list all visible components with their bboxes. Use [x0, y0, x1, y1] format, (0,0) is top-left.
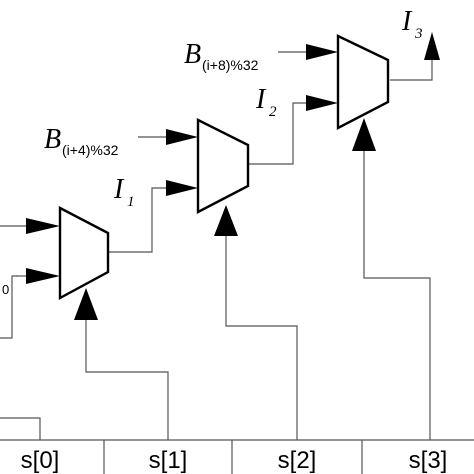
label-i3-subscript: 3	[414, 26, 423, 42]
label-i2-subscript: 2	[269, 104, 277, 120]
label-b-i8-subscript: (i+8)%32	[202, 57, 259, 73]
mux-2	[336, 34, 390, 130]
wires	[0, 51, 433, 440]
label-b-i4-subscript: (i+4)%32	[62, 142, 119, 158]
selector-label-s3: s[3]	[409, 447, 448, 474]
arrow-mux2-bottom-input	[306, 95, 338, 111]
wire-mux1-to-mux2	[248, 102, 310, 165]
wire-s3	[363, 148, 431, 440]
label-i1-base: I	[113, 174, 125, 205]
selector-label-s2: s[2]	[278, 447, 317, 474]
label-b-i8: B (i+8)%32	[184, 39, 259, 73]
selector-label-s0: s[0]	[21, 447, 60, 474]
label-b-i4: B (i+4)%32	[44, 124, 119, 158]
label-i1-subscript: 1	[127, 194, 135, 210]
wire-s1	[85, 312, 169, 440]
label-i3: I 3	[401, 6, 423, 42]
wire-mux2-output	[390, 60, 433, 81]
arrow-mux0-bottom-input	[26, 268, 60, 284]
label-i2-base: I	[255, 84, 267, 115]
arrow-mux2-top-input	[306, 44, 338, 60]
arrow-mux1-select	[214, 205, 238, 236]
arrow-mux1-top-input	[166, 129, 198, 145]
mux-0	[58, 206, 110, 301]
wire-s2	[225, 236, 298, 440]
wire-left-feed	[0, 275, 18, 339]
label-left-zero: 0	[2, 282, 9, 297]
selector-axis: s[0] s[1] s[2] s[3]	[0, 439, 474, 474]
multiplexers	[58, 34, 390, 301]
selector-label-s1: s[1]	[149, 447, 188, 474]
label-b-i8-base: B	[184, 39, 201, 70]
wire-s0	[0, 417, 41, 440]
arrow-mux0-select	[74, 288, 98, 320]
label-i2: I 2	[255, 84, 277, 120]
label-i3-base: I	[401, 6, 413, 37]
label-b-i4-base: B	[44, 124, 61, 155]
label-i1: I 1	[113, 174, 135, 210]
arrow-mux2-select	[352, 118, 376, 151]
arrow-i3-output	[424, 32, 440, 60]
arrowheads	[26, 32, 440, 320]
wire-mux0-to-mux1	[108, 187, 172, 253]
mux-1	[196, 118, 250, 214]
labels: 0 B (i+4)%32 B (i+8)%32 I 1 I 2 I 3	[2, 6, 423, 297]
arrow-mux1-bottom-input	[166, 180, 198, 196]
arrow-mux0-top-input	[26, 218, 60, 234]
